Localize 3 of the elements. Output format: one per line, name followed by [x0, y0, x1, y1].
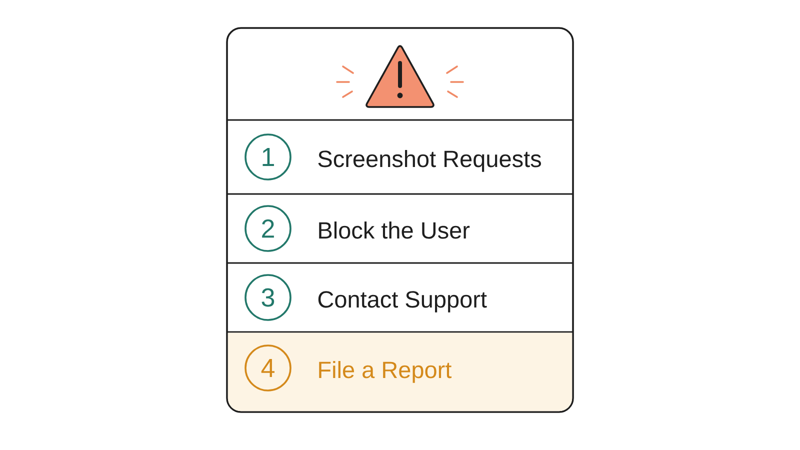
item-text: Block the User — [319, 221, 470, 239]
item-text: Contact Support — [318, 291, 487, 312]
item-text: Screenshot Requests — [318, 150, 541, 172]
